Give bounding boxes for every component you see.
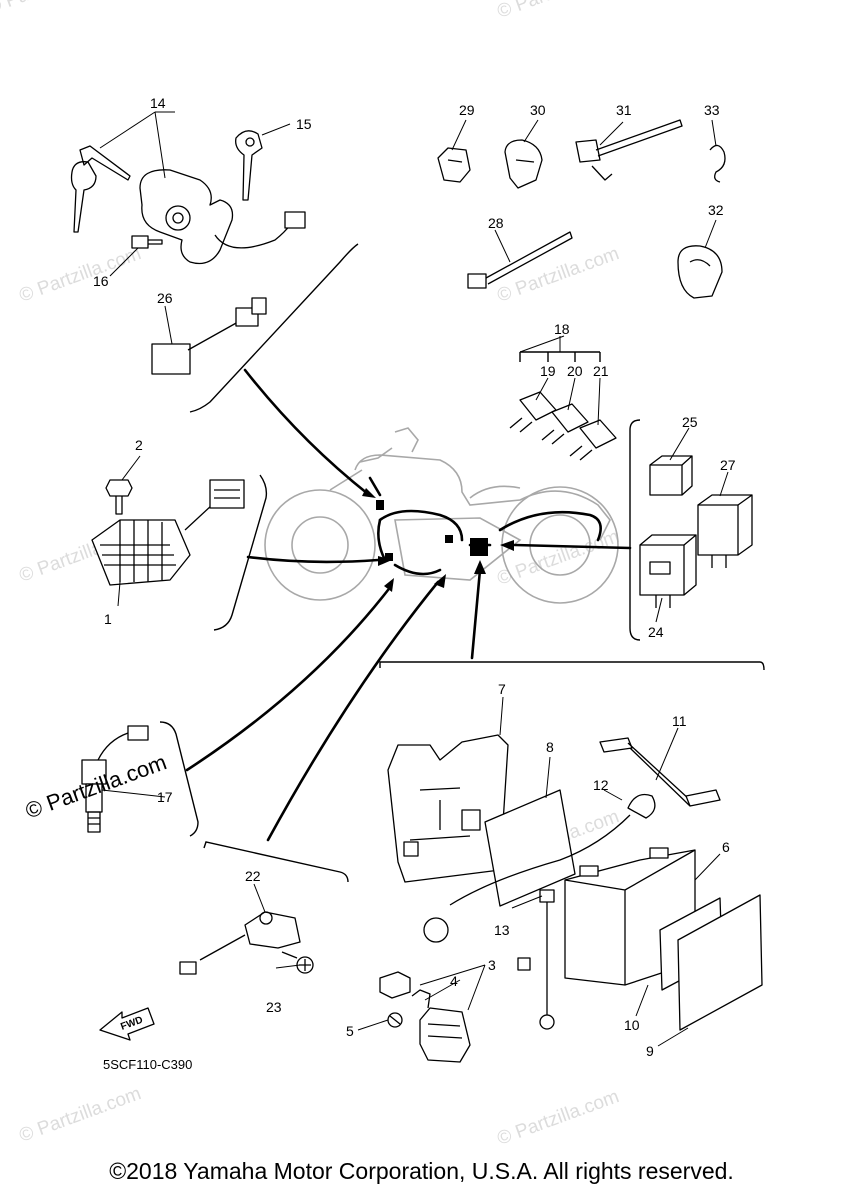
callout-17: 17 bbox=[157, 789, 173, 805]
callout-33: 33 bbox=[704, 102, 720, 118]
callout-6: 6 bbox=[722, 839, 730, 855]
bg-watermark-9: © Partzilla.com bbox=[495, 1086, 622, 1150]
callout-29: 29 bbox=[459, 102, 475, 118]
bg-watermark-8: © Partzilla.com bbox=[17, 1083, 144, 1147]
part-14-main-switch bbox=[70, 145, 306, 265]
group-connector-lines bbox=[185, 368, 632, 842]
callout-28: 28 bbox=[488, 215, 504, 231]
part-9-pad bbox=[677, 894, 763, 1031]
leader-lines bbox=[99, 111, 729, 1047]
callout-5: 5 bbox=[346, 1023, 354, 1039]
part-15-key bbox=[235, 130, 263, 201]
callout-18: 18 bbox=[554, 321, 570, 337]
part-7-battery-box bbox=[387, 734, 509, 883]
part-16-screw bbox=[131, 235, 163, 249]
bg-watermark-1: © Partzilla.com bbox=[0, 0, 112, 19]
bg-watermark-3: © Partzilla.com bbox=[17, 243, 144, 307]
callout-9: 9 bbox=[646, 1043, 654, 1059]
part-17-switch-lead bbox=[81, 725, 149, 833]
diagram-code: 5SCF110-C390 bbox=[103, 1057, 193, 1072]
callout-3: 3 bbox=[488, 957, 496, 973]
callout-31: 31 bbox=[616, 102, 632, 118]
callout-15: 15 bbox=[296, 116, 312, 132]
callout-26: 26 bbox=[157, 290, 173, 306]
part-29-clamp bbox=[437, 147, 471, 183]
part-26-sensor-lead bbox=[151, 297, 267, 375]
callout-labels: 1 2 3 4 5 6 7 8 9 10 11 12 13 14 15 16 1… bbox=[93, 95, 736, 1059]
bg-watermark-2: © Partzilla.com bbox=[495, 0, 622, 23]
callout-12: 12 bbox=[593, 777, 609, 793]
callout-14: 14 bbox=[150, 95, 166, 111]
callout-24: 24 bbox=[648, 624, 664, 640]
fwd-arrow: FWD bbox=[99, 1007, 155, 1041]
part-3-starter-relay bbox=[419, 1007, 471, 1063]
part-31-cable-tie bbox=[575, 119, 683, 181]
part-2-bolt bbox=[105, 479, 133, 515]
callout-25: 25 bbox=[682, 414, 698, 430]
callout-4: 4 bbox=[450, 973, 458, 989]
callout-19: 19 bbox=[540, 363, 556, 379]
callout-32: 32 bbox=[708, 202, 724, 218]
part-32-clamp bbox=[677, 245, 723, 299]
callout-30: 30 bbox=[530, 102, 546, 118]
callout-22: 22 bbox=[245, 868, 261, 884]
part-30-clamp bbox=[504, 139, 543, 189]
callout-23: 23 bbox=[266, 999, 282, 1015]
part-25-relay bbox=[649, 455, 693, 496]
part-12-battery-cable bbox=[423, 793, 656, 943]
callout-16: 16 bbox=[93, 273, 109, 289]
part-28-cable-tie bbox=[467, 231, 573, 289]
part-13-ground-lead bbox=[517, 889, 555, 1030]
callout-11: 11 bbox=[672, 713, 687, 729]
part-1-rectifier-regulator bbox=[91, 479, 245, 586]
part-23-screw bbox=[281, 951, 314, 974]
callout-2: 2 bbox=[135, 437, 143, 453]
callout-27: 27 bbox=[720, 457, 736, 473]
part-11-battery-band bbox=[599, 737, 721, 807]
callout-1: 1 bbox=[104, 611, 112, 627]
part-22-sensor bbox=[179, 911, 301, 975]
callout-21: 21 bbox=[593, 363, 609, 379]
callout-8: 8 bbox=[546, 739, 554, 755]
callout-10: 10 bbox=[624, 1017, 640, 1033]
wire-harness bbox=[368, 476, 602, 576]
part-33-clip bbox=[709, 144, 726, 183]
callout-7: 7 bbox=[498, 681, 506, 697]
part-24-relay bbox=[639, 534, 697, 608]
callout-20: 20 bbox=[567, 363, 583, 379]
copyright-notice: ©2018 Yamaha Motor Corporation, U.S.A. A… bbox=[109, 1158, 734, 1184]
part-5-bolt bbox=[387, 1012, 403, 1028]
callout-13: 13 bbox=[494, 922, 510, 938]
part-27-relay bbox=[697, 494, 753, 568]
part-4-relay-cover bbox=[379, 971, 431, 1009]
group-brackets bbox=[159, 243, 765, 883]
part-18-fuses bbox=[509, 391, 617, 461]
bg-watermark-4: © Partzilla.com bbox=[495, 243, 622, 307]
